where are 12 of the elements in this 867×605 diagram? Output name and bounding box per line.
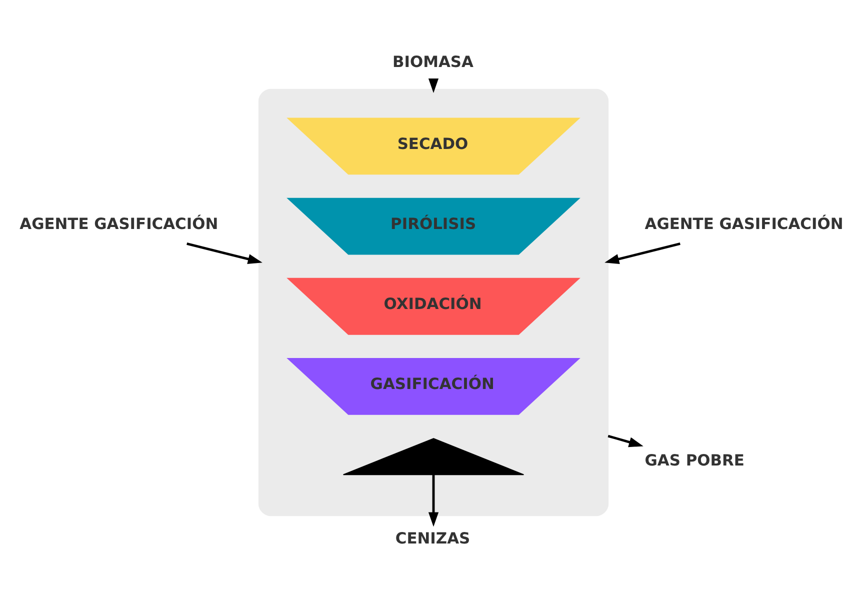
node-text: AGENTE GASIFICACIÓN [20,214,218,233]
node-text: AGENTE GASIFICACIÓN [644,214,844,233]
arrow [428,78,439,93]
node-text: CENIZAS [395,529,470,548]
node-text: GAS POBRE [644,451,744,470]
cluster [258,88,609,516]
node-text: BIOMASA [392,52,474,71]
arrow [608,434,644,448]
arrow [186,242,262,264]
arrow [428,474,439,527]
arrow [604,242,680,264]
node-triangle [342,438,524,476]
